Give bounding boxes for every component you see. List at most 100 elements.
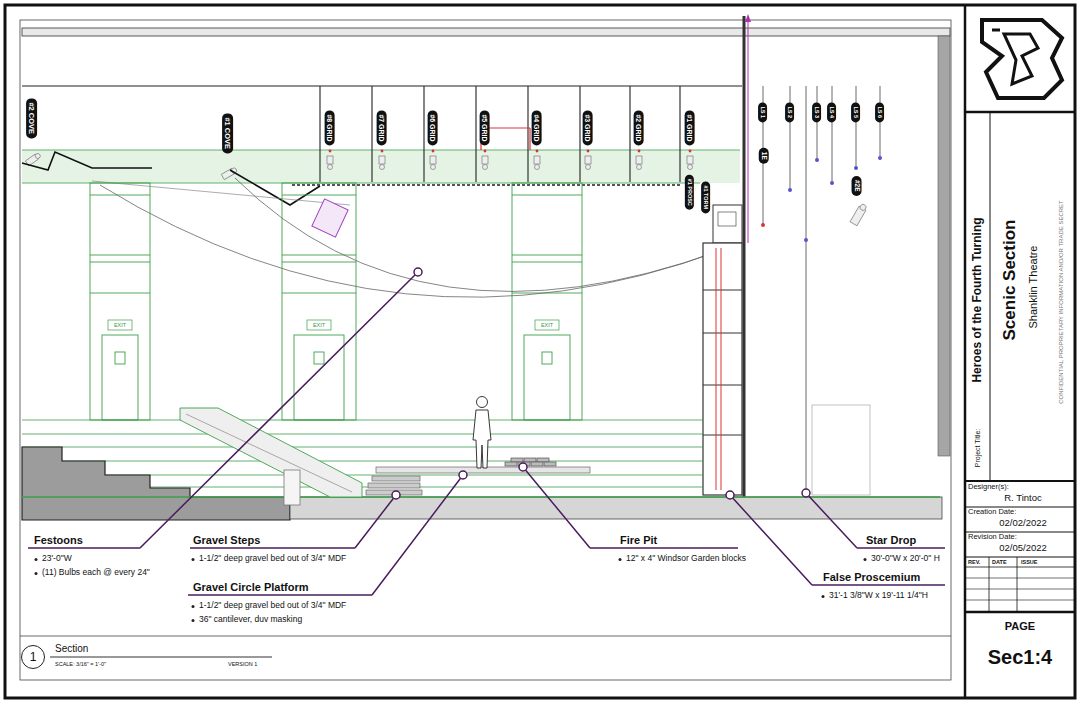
leader-lines	[28, 272, 418, 548]
leader-lines	[192, 605, 195, 608]
stage-floor	[22, 496, 940, 497]
back-wall	[108, 320, 132, 330]
figure	[473, 397, 491, 469]
grid-tag: #5 GRID	[480, 110, 490, 145]
tag-text: LS 2	[787, 106, 793, 118]
table-header: REV.	[968, 559, 980, 565]
callout-note: 36" cantilever, duv masking	[199, 615, 302, 625]
section-underline	[50, 657, 272, 658]
grid-pipes	[319, 86, 320, 182]
grid-tag: #6 GRID	[428, 110, 438, 145]
back-wall	[282, 183, 356, 420]
back-wall	[115, 352, 125, 364]
title-block-lines	[965, 600, 1075, 601]
cove-tag: #1 COVE	[223, 113, 234, 153]
grid-pipes	[320, 86, 680, 182]
title-block-lines	[965, 611, 1075, 614]
platforms	[368, 483, 420, 488]
logo	[992, 29, 1000, 32]
table-header: ISSUE	[1021, 559, 1038, 565]
scenic-piece	[312, 199, 348, 237]
field-value: 02/02/2022	[999, 518, 1047, 529]
lighting-fixture	[327, 156, 333, 164]
lighting-fixture	[638, 150, 641, 153]
line-sets	[804, 238, 808, 242]
field-value: 02/05/2022	[999, 543, 1047, 554]
grid-pipes	[579, 86, 580, 182]
line-sets	[856, 86, 857, 168]
line-sets	[830, 181, 834, 185]
grid-tag: #3 GRID	[583, 110, 593, 145]
leader-lines	[619, 558, 622, 561]
grid-pipes	[629, 86, 630, 182]
callout-note: 23'-0"W	[42, 554, 72, 564]
tag-text: LS 4	[829, 106, 835, 118]
tag-text: 1	[30, 651, 37, 663]
cove-structure	[230, 170, 320, 205]
callout-heading: Gravel Circle Platform	[193, 581, 309, 594]
line-sets	[815, 158, 819, 162]
tag-text: LS 3	[814, 106, 820, 118]
tag-text: #4 GRID	[533, 114, 540, 141]
lighting-fixture	[430, 156, 436, 170]
lighting-fixture	[637, 165, 642, 170]
title-block-lines	[965, 578, 1075, 579]
line-sets	[806, 86, 807, 495]
stage-floor	[284, 470, 300, 505]
tag-text: #1 GRID	[686, 114, 693, 141]
stage-floor	[186, 414, 352, 492]
false-proscenium	[713, 205, 742, 243]
lighting-fixture	[687, 156, 693, 164]
lighting-fixture	[327, 156, 333, 170]
line-sets	[788, 188, 792, 192]
lighting-fixture	[379, 156, 385, 170]
callout-note: 1-1/2" deep gravel bed out of 3/4" MDF	[199, 601, 346, 611]
grid-pipes	[371, 86, 372, 182]
page-number: Sec1:4	[988, 646, 1053, 669]
lineset-tag: LS 4	[828, 102, 837, 122]
tag-text: #2 GRID	[635, 114, 642, 141]
field-label: Designer(s):	[968, 483, 1009, 492]
lighting-fixture	[850, 203, 868, 226]
leader-lines	[459, 471, 467, 479]
platforms	[537, 458, 549, 462]
back-wall	[90, 195, 150, 293]
leader-lines	[28, 268, 945, 622]
field-label: Creation Date:	[968, 508, 1016, 517]
title-block-lines	[965, 111, 1075, 114]
leader-lines	[519, 463, 527, 471]
tag-text: LS 1	[760, 106, 766, 118]
leader-lines	[35, 558, 38, 561]
lighting-fixture	[34, 153, 41, 160]
lighting-fixture	[379, 156, 385, 164]
back-wall	[542, 352, 552, 364]
tag-text: #1 COVE	[224, 117, 232, 149]
sheet-title: Scenic Section	[1000, 220, 1020, 341]
view-title: Section	[55, 643, 88, 655]
leader-lines	[726, 491, 734, 499]
fly-structure	[22, 28, 950, 36]
callout-note: 1-1/2" deep gravel bed out of 3/4" MDF	[199, 554, 346, 564]
lighting-fixture	[585, 156, 591, 164]
page-cell: PAGESec1:4	[965, 612, 1075, 698]
lighting-fixture	[430, 156, 436, 164]
date-cell: Creation Date:02/02/2022	[965, 507, 1075, 532]
lighting-fixture	[381, 150, 384, 153]
cove-structure	[22, 152, 152, 170]
lighting-fixture	[431, 165, 436, 170]
tag-text: #1 PROSC	[687, 178, 693, 205]
grid-pipes	[423, 86, 424, 182]
section-underline	[50, 657, 272, 658]
scale-note: SCALE: 3/16" = 1'-0"	[55, 661, 106, 667]
fly-structure	[938, 36, 950, 456]
platforms	[372, 476, 420, 481]
electric-tag: #2E	[852, 176, 862, 196]
pipe-tag: #1 TORM	[702, 181, 711, 213]
platforms	[505, 462, 517, 466]
title-cell: Project Title:Heroes of the Fourth Turni…	[965, 112, 1075, 480]
version-note: VERSION 1	[228, 661, 257, 667]
exit-sign: EXIT	[114, 322, 126, 328]
leader-lines	[192, 558, 195, 561]
line-sets	[854, 166, 858, 170]
leader-lines	[414, 268, 422, 276]
